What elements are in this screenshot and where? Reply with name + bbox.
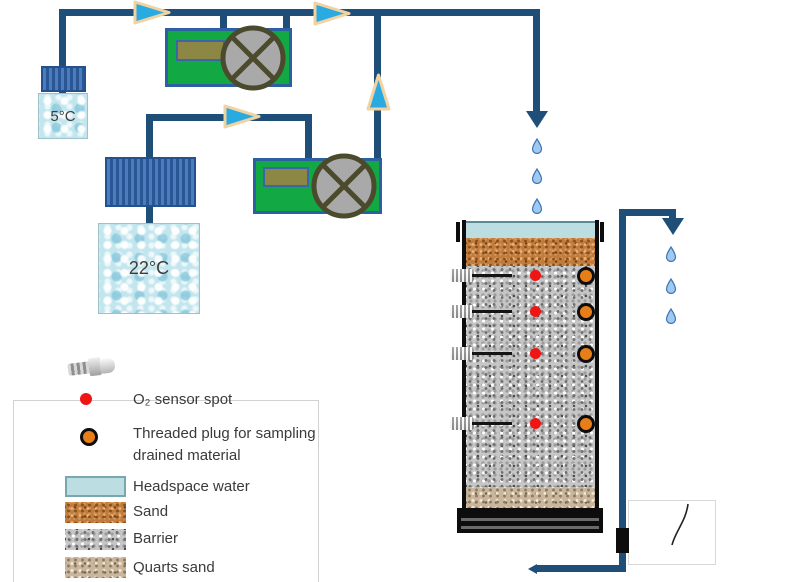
- sensor-probe-line: [472, 352, 512, 355]
- threaded-plug: [577, 345, 595, 363]
- threaded-plug: [577, 267, 595, 285]
- flow-arrow-icon: [132, 0, 172, 30]
- legend-plug-marker: [80, 428, 98, 446]
- sensor-probe-line: [472, 422, 512, 425]
- pipe-column-drain-horizontal: [537, 565, 626, 572]
- column-wall-left: [462, 220, 466, 511]
- plug-barb: [67, 361, 91, 376]
- o2-sensor-spot: [530, 418, 541, 429]
- pipe-pump1-inlet-stub: [220, 14, 227, 32]
- pipe-cold-bath-riser: [59, 9, 66, 96]
- pipe-effluent-vertical: [619, 209, 626, 572]
- cold-coil-icon: [41, 66, 86, 92]
- column-base-line: [461, 526, 599, 529]
- legend-headspace-label: Headspace water: [133, 478, 250, 495]
- legend-box: [13, 400, 319, 582]
- column-top-clamp-left: [456, 222, 460, 242]
- legend-quarts-label: Quarts sand: [133, 559, 215, 576]
- water-droplet-icon: [531, 137, 543, 159]
- legend-sand-label: Sand: [133, 503, 169, 520]
- layer-sand: [466, 238, 595, 266]
- layer-quartz-sand: [466, 487, 595, 510]
- effluent-valve: [616, 528, 629, 553]
- pipe-pump2-inlet-stub: [305, 118, 312, 160]
- legend-plug-label-line2: drained material: [133, 447, 241, 464]
- pipe-effluent-outlet-stub: [669, 214, 676, 220]
- legend-swatch-quarts: [65, 557, 126, 578]
- water-droplet-icon: [665, 307, 677, 329]
- cold-bath-5c: 5°C: [38, 93, 88, 139]
- sensor-fitting: [450, 347, 474, 360]
- legend-swatch-headspace: [65, 476, 126, 497]
- pump-2-display: [263, 167, 309, 187]
- pump-1-head-icon: [218, 23, 288, 98]
- layer-barrier: [466, 266, 595, 487]
- sensor-probe-line: [472, 274, 512, 277]
- legend-swatch-barrier: [65, 529, 126, 550]
- pipe-pump1-outlet-stub: [283, 14, 290, 32]
- water-droplet-icon: [665, 245, 677, 267]
- warm-bath-label: 22°C: [128, 258, 170, 278]
- o2-sensor-spot: [530, 348, 541, 359]
- drain-arrowhead-icon: [528, 564, 537, 574]
- water-droplet-icon: [531, 197, 543, 219]
- sensor-probe-line: [472, 310, 512, 313]
- flow-arrow-up-icon: [366, 72, 391, 117]
- legend-o2-label: O₂ sensor spot: [133, 391, 233, 408]
- outlet-arrowhead-icon: [662, 218, 684, 235]
- column-wall-right: [595, 220, 599, 511]
- inlet-arrowhead-icon: [526, 111, 548, 128]
- o2-sensor-spot: [530, 270, 541, 281]
- pump-2-head-icon: [309, 151, 379, 226]
- warm-bath-22c: 22°C: [98, 223, 200, 314]
- flow-arrow-icon: [222, 104, 262, 134]
- sensor-fitting: [450, 269, 474, 282]
- water-droplet-icon: [531, 167, 543, 189]
- column-top-clamp-right: [600, 222, 604, 242]
- legend-swatch-sand: [65, 502, 126, 523]
- warm-coil-icon: [105, 157, 196, 207]
- pipe-effluent-top-horizontal: [619, 209, 676, 216]
- layer-headspace-water: [466, 221, 595, 238]
- column-base-line: [461, 518, 599, 521]
- threaded-plug: [577, 415, 595, 433]
- pipe-main-top-horizontal: [59, 9, 540, 16]
- flow-arrow-icon: [312, 1, 352, 31]
- water-droplet-icon: [665, 277, 677, 299]
- legend-plug-label-line1: Threaded plug for sampling: [133, 425, 316, 442]
- plug-tip: [99, 357, 116, 374]
- cold-bath-label: 5°C: [50, 107, 76, 125]
- sensor-fitting: [450, 305, 474, 318]
- pipe-column-inlet-down: [533, 9, 540, 112]
- o2-sensor-spot: [530, 306, 541, 317]
- threaded-plug: [577, 303, 595, 321]
- collection-bottle: [628, 500, 716, 565]
- threaded-plug-photo-icon: [66, 349, 117, 385]
- legend-o2-dot: [80, 393, 92, 405]
- legend-barrier-label: Barrier: [133, 530, 179, 547]
- sensor-fitting: [450, 417, 474, 430]
